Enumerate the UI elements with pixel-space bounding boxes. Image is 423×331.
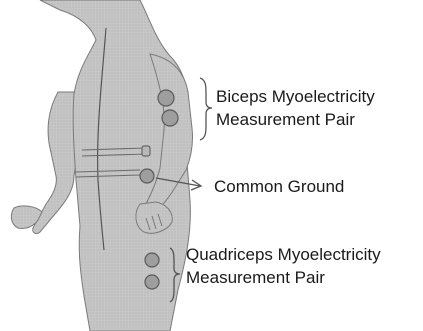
quad-label: Quadriceps Myoelectricity Measurement Pa… [186,243,381,289]
ground-label: Common Ground [214,175,344,198]
quad-label-line2: Measurement Pair [186,266,381,289]
quad-electrode-1 [145,253,159,267]
biceps-electrode-2 [162,110,178,126]
biceps-label: Biceps Myoelectricity Measurement Pair [216,85,375,131]
biceps-label-line2: Measurement Pair [216,108,375,131]
biceps-electrode-1 [158,90,174,106]
quad-electrode-2 [145,275,159,289]
strap-buckle [142,146,150,156]
biceps-label-line1: Biceps Myoelectricity [216,85,375,108]
ground-electrode [140,169,154,183]
biceps-bracket [200,78,212,140]
mannequin-figure [11,0,192,331]
quad-label-line1: Quadriceps Myoelectricity [186,243,381,266]
right-hand [136,202,172,233]
